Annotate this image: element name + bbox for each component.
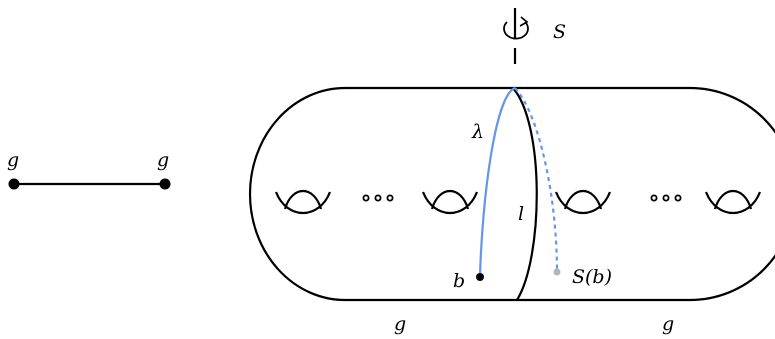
genus-graph: g g bbox=[7, 149, 171, 190]
rotation-axis-icon bbox=[503, 8, 529, 64]
b-label: b bbox=[453, 270, 465, 292]
handle-1 bbox=[274, 190, 332, 215]
surface-outline bbox=[248, 86, 775, 302]
point-b bbox=[476, 273, 484, 281]
graph-vertex-right-label: g bbox=[157, 149, 169, 171]
graph-vertex-left bbox=[8, 178, 20, 190]
handle-icon bbox=[274, 190, 762, 215]
graph-vertex-right bbox=[159, 178, 171, 190]
lambda-arc-dashed bbox=[514, 87, 559, 273]
s-b-label: S(b) bbox=[572, 266, 612, 288]
lambda-label: λ bbox=[471, 121, 484, 143]
handle-2 bbox=[421, 190, 479, 215]
graph-vertex-left-label: g bbox=[7, 149, 19, 171]
handle-3 bbox=[554, 190, 612, 215]
ellipsis-right bbox=[650, 194, 682, 202]
rotation-label: S bbox=[553, 21, 566, 43]
meridian-curve-l bbox=[512, 87, 538, 301]
lambda-arc-solid bbox=[478, 86, 516, 278]
l-label: l bbox=[518, 203, 524, 225]
left-genus-label: g bbox=[394, 313, 406, 335]
handle-4 bbox=[704, 190, 762, 215]
point-s-b bbox=[553, 268, 561, 276]
right-genus-label: g bbox=[662, 313, 674, 335]
ellipsis-left bbox=[362, 194, 394, 202]
